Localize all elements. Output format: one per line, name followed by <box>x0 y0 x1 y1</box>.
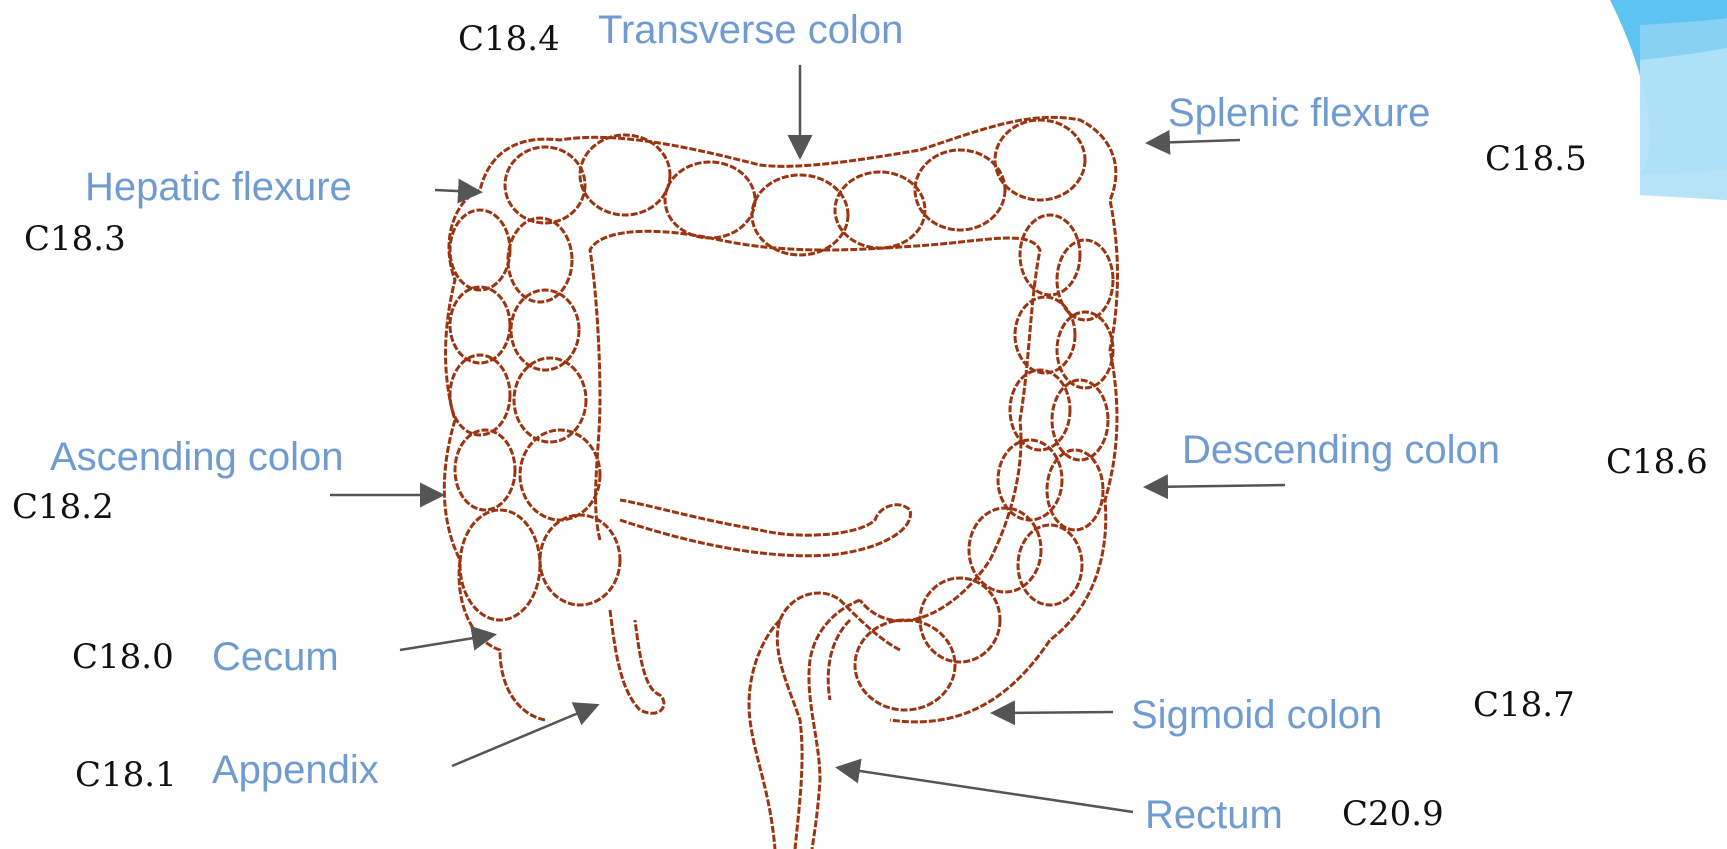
label-splenic-flexure: Splenic flexure <box>1168 93 1430 133</box>
label-appendix: Appendix <box>212 750 379 790</box>
label-hepatic-flexure: Hepatic flexure <box>85 167 352 207</box>
label-descending-colon: Descending colon <box>1182 430 1500 470</box>
arrow-rectum <box>840 768 1133 812</box>
code-splenic: C18.5 <box>1485 142 1587 176</box>
code-rectum: C20.9 <box>1342 797 1444 831</box>
code-cecum: C18.0 <box>72 640 174 674</box>
label-transverse-colon: Transverse colon <box>598 10 903 50</box>
code-descending: C18.6 <box>1606 445 1708 479</box>
code-transverse: C18.4 <box>458 22 560 56</box>
code-ascending: C18.2 <box>12 490 114 524</box>
code-hepatic: C18.3 <box>24 222 126 256</box>
code-appendix: C18.1 <box>75 758 177 792</box>
arrow-sigmoid <box>995 712 1113 713</box>
code-sigmoid: C18.7 <box>1473 688 1575 722</box>
label-rectum: Rectum <box>1145 795 1283 835</box>
label-sigmoid-colon: Sigmoid colon <box>1131 695 1382 735</box>
arrow-appendix <box>452 706 595 766</box>
label-ascending-colon: Ascending colon <box>50 437 344 477</box>
arrow-cecum <box>400 635 492 650</box>
arrow-descending <box>1148 485 1285 487</box>
label-cecum: Cecum <box>212 637 339 677</box>
arrow-hepatic <box>435 190 478 192</box>
arrow-splenic <box>1150 140 1240 143</box>
